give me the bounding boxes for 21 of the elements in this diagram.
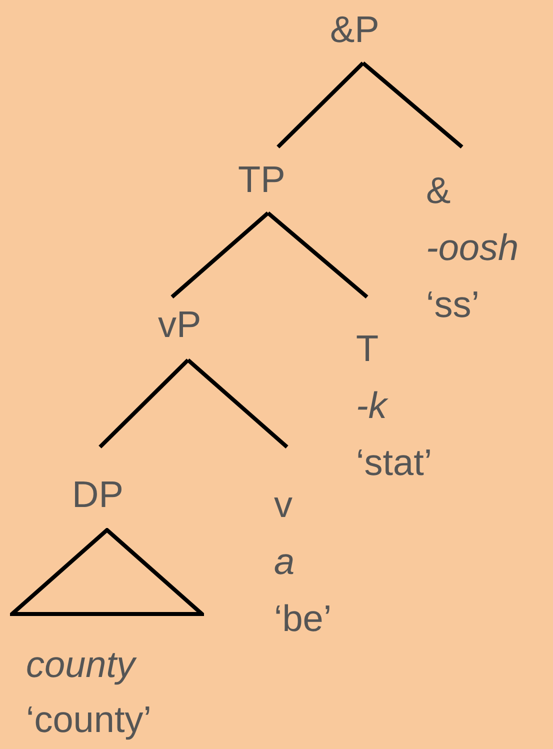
category-label: &P [330, 8, 380, 52]
category-label: vP [158, 303, 202, 347]
branch-line [266, 211, 368, 299]
category-label: & [426, 169, 451, 213]
category-label: TP [238, 158, 286, 202]
morpheme-text: a [274, 540, 295, 584]
morpheme-text: -oosh [426, 226, 519, 270]
branch-line [98, 358, 190, 448]
branch-line [276, 62, 364, 148]
branch-line [362, 61, 464, 149]
gloss-text: ‘stat’ [356, 441, 432, 485]
branch-line [186, 358, 288, 448]
word-text: county [26, 643, 136, 687]
gloss-text: ‘be’ [274, 597, 332, 641]
category-label: v [274, 483, 292, 527]
category-label: T [356, 327, 379, 371]
category-label: DP [72, 473, 124, 517]
morpheme-text: -k [356, 384, 387, 428]
gloss-text: ‘county’ [26, 698, 152, 742]
gloss-text: ‘ss’ [426, 283, 480, 327]
branch-line [170, 212, 270, 298]
